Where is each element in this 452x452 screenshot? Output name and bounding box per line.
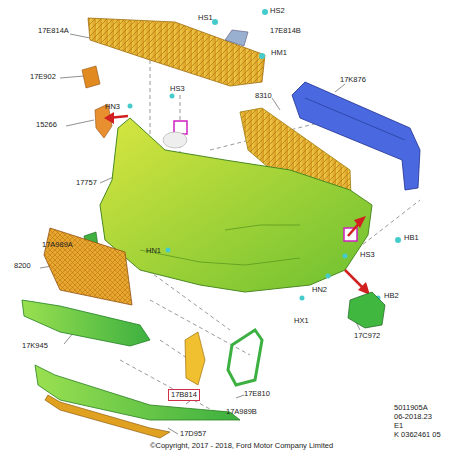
drawing-note: 5011905A [394, 404, 428, 412]
callout-number: HS3 [360, 251, 375, 259]
callout-number: HB2 [384, 292, 399, 300]
callout-number: HM1 [271, 49, 287, 57]
drawing-note: K 0362461 05 [394, 431, 441, 439]
callout-number: 17E810 [244, 390, 270, 398]
callout-number: 17K876 [340, 76, 366, 84]
callout-number: HS3 [170, 85, 185, 93]
callout-number: 17C972 [354, 332, 380, 340]
callout-number: HS1 [198, 14, 213, 22]
callout-number: HN2 [312, 286, 327, 294]
callout-number: 17757 [76, 179, 97, 187]
callout-number: HN3 [105, 103, 120, 111]
drawing-note: E1 [394, 422, 403, 430]
callout-number: 8200 [14, 262, 31, 270]
callout-number: HS2 [270, 7, 285, 15]
callout-number: HN1 [146, 247, 161, 255]
callout-number: 17E902 [30, 73, 56, 81]
drawing-note: 06-2018.23 [394, 413, 432, 421]
callout-number: 17D957 [180, 430, 206, 438]
callout-number: 8310 [255, 92, 272, 100]
callout-number: 17A989B [226, 408, 257, 416]
callout-number: 17K945 [22, 342, 48, 350]
callout-number: 15266 [36, 121, 57, 129]
callout-number: 17B814 [171, 391, 197, 399]
drawing-note: ©Copyright, 2017 - 2018, Ford Motor Comp… [150, 442, 333, 450]
callout-number: HB1 [404, 234, 419, 242]
part-number-box: 17B814 [168, 389, 200, 401]
callout-number: 17E814B [270, 27, 301, 35]
callout-number: 17A989A [42, 241, 73, 249]
callout-number: 17E814A [38, 27, 69, 35]
callout-number: HX1 [294, 317, 309, 325]
